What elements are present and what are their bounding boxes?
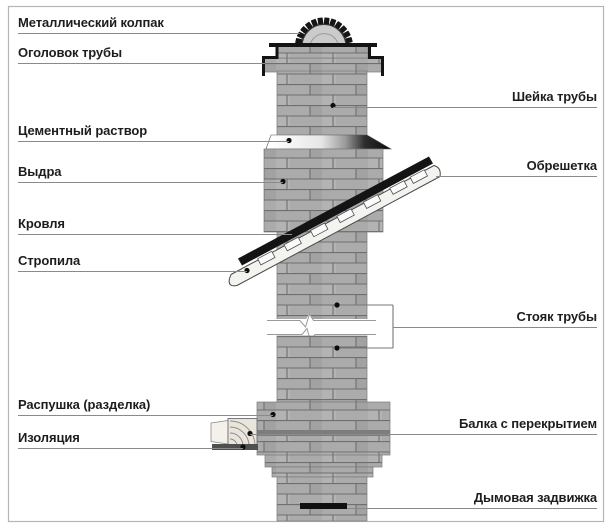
metal-cap	[295, 17, 353, 48]
stack-lower	[276, 335, 368, 403]
ceiling-layer	[257, 430, 390, 436]
label-chimney-head: Оголовок трубы	[18, 45, 265, 64]
ceiling-beam	[210, 418, 258, 446]
lathing-battens	[257, 169, 429, 266]
cement-band	[265, 134, 393, 150]
label-rafters: Стропила	[18, 253, 247, 272]
insulation-strip	[212, 444, 258, 450]
label-raspushka: Распушка (разделка)	[18, 397, 273, 416]
label-cement-mortar: Цементный раствор	[18, 123, 289, 142]
label-roofing: Кровля	[18, 216, 292, 235]
roof-assembly	[228, 156, 441, 287]
smoke-damper-bar	[300, 503, 347, 509]
label-chimney-neck: Шейка трубы	[333, 89, 597, 108]
label-lathing: Обрешетка	[436, 158, 597, 177]
riser-bracket	[340, 304, 394, 349]
label-vydra: Выдра	[18, 164, 283, 183]
roof-covering	[238, 156, 433, 266]
label-smoke-damper: Дымовая задвижка	[347, 490, 597, 509]
raspushka-section	[256, 401, 391, 522]
rafter-board	[228, 165, 441, 287]
label-beam-ceiling: Балка с перекрытием	[250, 416, 597, 435]
label-insulation: Изоляция	[18, 430, 243, 449]
label-chimney-riser: Стояк трубы	[393, 309, 597, 328]
label-metal-cap: Металлический колпак	[18, 15, 300, 34]
chimney-head	[262, 43, 384, 76]
chimney-neck	[276, 70, 368, 137]
